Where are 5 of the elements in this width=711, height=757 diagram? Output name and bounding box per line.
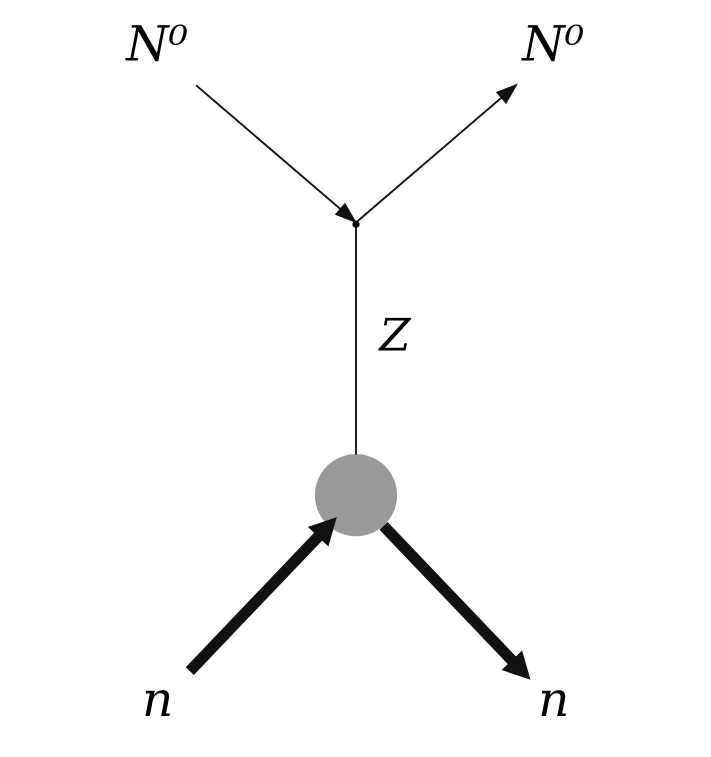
node-text: n bbox=[142, 672, 173, 728]
node-text: N⁰ bbox=[126, 16, 188, 73]
edge-label: Z bbox=[378, 308, 410, 362]
node-text: N⁰ bbox=[522, 16, 584, 73]
node-text: n bbox=[538, 672, 569, 728]
